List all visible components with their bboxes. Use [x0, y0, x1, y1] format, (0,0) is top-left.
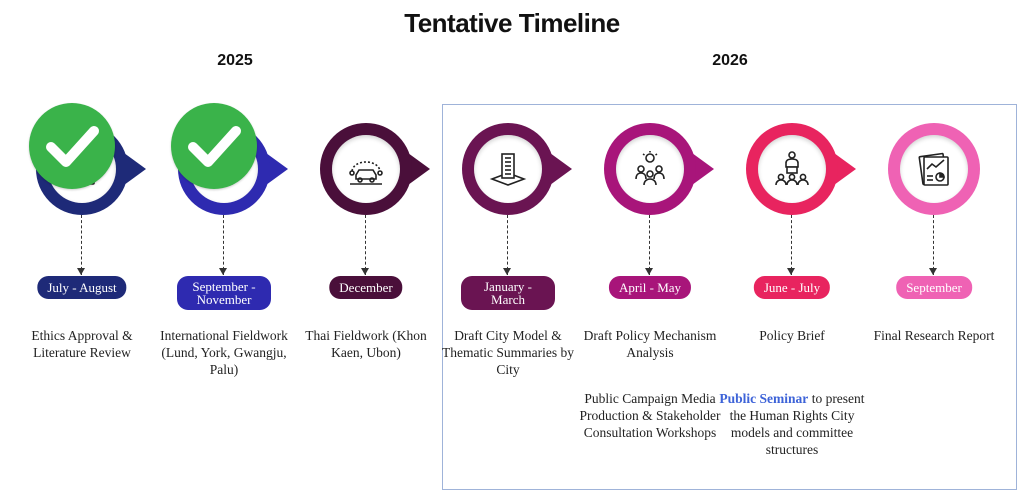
period-badge: January - March [461, 276, 555, 310]
step-extra-description: Public Campaign Media Production & Stake… [579, 391, 721, 440]
right-arrow-icon [266, 153, 288, 185]
step-node [320, 123, 430, 215]
down-arrow-icon [361, 268, 369, 275]
step-node [604, 123, 714, 215]
step-node [888, 123, 980, 215]
right-arrow-icon [408, 153, 430, 185]
period-badge: December [329, 276, 403, 299]
step-node [746, 123, 856, 215]
down-arrow-icon [929, 268, 937, 275]
period-badge: June - July [753, 276, 831, 299]
connector-line [791, 215, 792, 275]
page-title: Tentative Timeline [404, 8, 620, 38]
right-arrow-icon [692, 153, 714, 185]
down-arrow-icon [645, 268, 653, 275]
step-description: Thai Fieldwork (Khon Kaen, Ubon) [305, 328, 427, 360]
period-badge: September - November [177, 276, 271, 310]
right-arrow-icon [550, 153, 572, 185]
checkmark-icon [29, 103, 115, 189]
down-arrow-icon [219, 268, 227, 275]
step-description: Ethics Approval & Literature Review [31, 328, 133, 360]
building-icon [474, 135, 542, 203]
step-description: Policy Brief [759, 328, 825, 343]
right-arrow-icon [834, 153, 856, 185]
step-description: Draft Policy Mechanism Analysis [583, 328, 717, 360]
step-extra-description: Public Seminar to present the Human Righ… [719, 391, 865, 457]
down-arrow-icon [503, 268, 511, 275]
seminar-icon [758, 135, 826, 203]
year-2026-frame [442, 104, 1017, 490]
down-arrow-icon [77, 268, 85, 275]
step-description: Final Research Report [873, 328, 995, 343]
connector-line [933, 215, 934, 275]
period-badge: April - May [608, 276, 692, 299]
car-route-icon [332, 135, 400, 203]
connector-line [365, 215, 366, 275]
year-label-2025: 2025 [217, 52, 253, 69]
period-badge: July - August [37, 276, 127, 299]
report-chart-icon [900, 135, 968, 203]
connector-line [81, 215, 82, 275]
checkmark-icon [171, 103, 257, 189]
team-idea-icon [616, 135, 684, 203]
connector-line [649, 215, 650, 275]
step-node [462, 123, 572, 215]
year-label-2026: 2026 [712, 52, 748, 69]
highlight-text: Public Seminar [719, 391, 809, 406]
step-node [171, 103, 288, 215]
step-node [29, 103, 146, 215]
connector-line [507, 215, 508, 275]
connector-line [223, 215, 224, 275]
right-arrow-icon [124, 153, 146, 185]
down-arrow-icon [787, 268, 795, 275]
period-badge: September [896, 276, 972, 299]
step-description: International Fieldwork (Lund, York, Gwa… [160, 328, 288, 377]
step-description: Draft City Model & Thematic Summaries by… [442, 328, 574, 377]
